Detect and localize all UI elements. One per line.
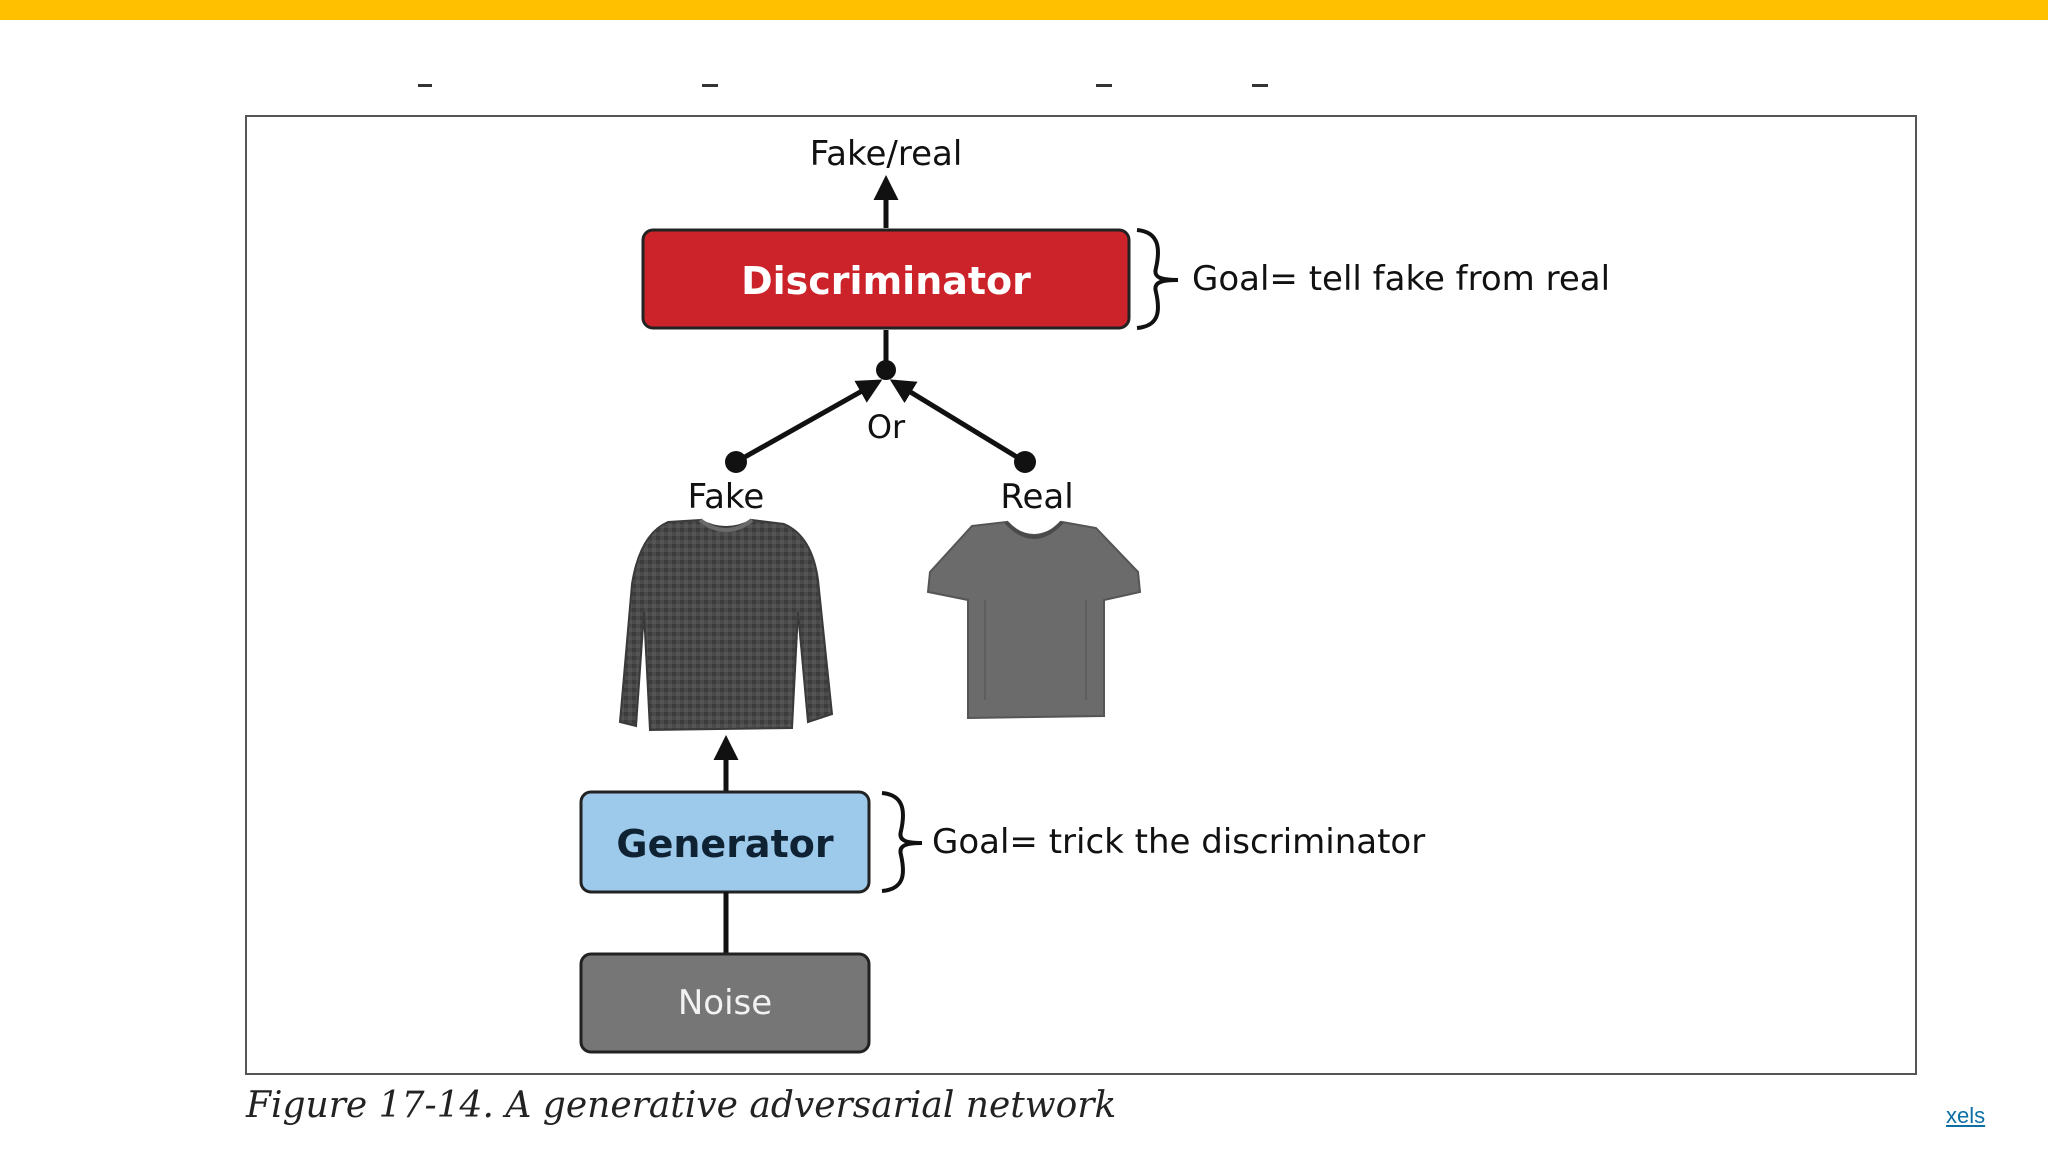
generator-brace bbox=[881, 791, 923, 893]
top-accent-bar bbox=[0, 0, 2048, 20]
credit-link[interactable]: xels bbox=[1946, 1103, 1986, 1128]
generator-goal: Goal= trick the discriminator bbox=[932, 822, 1425, 862]
generator-box: Generator bbox=[579, 790, 871, 894]
fake-label: Fake bbox=[688, 477, 765, 517]
cropped-text-fragment bbox=[0, 84, 2048, 88]
discriminator-goal: Goal= tell fake from real bbox=[1192, 259, 1610, 299]
noise-box: Noise bbox=[579, 952, 871, 1054]
real-branch-dot bbox=[1014, 451, 1036, 473]
discriminator-label: Discriminator bbox=[741, 259, 1031, 303]
output-label: Fake/real bbox=[810, 134, 963, 174]
sweater-icon bbox=[618, 518, 834, 732]
or-label: Or bbox=[867, 408, 906, 446]
discriminator-box: Discriminator bbox=[641, 228, 1131, 330]
fake-branch-arrow bbox=[734, 379, 883, 465]
junction-dot bbox=[876, 360, 896, 380]
noise-label: Noise bbox=[678, 983, 772, 1023]
figure-caption: Figure 17-14. A generative adversarial n… bbox=[246, 1085, 1117, 1126]
tshirt-icon bbox=[926, 520, 1142, 720]
real-branch-arrow bbox=[889, 379, 1027, 465]
generator-label: Generator bbox=[616, 822, 833, 866]
real-label: Real bbox=[1000, 477, 1073, 517]
fake-branch-dot bbox=[725, 451, 747, 473]
discriminator-brace bbox=[1136, 228, 1179, 330]
